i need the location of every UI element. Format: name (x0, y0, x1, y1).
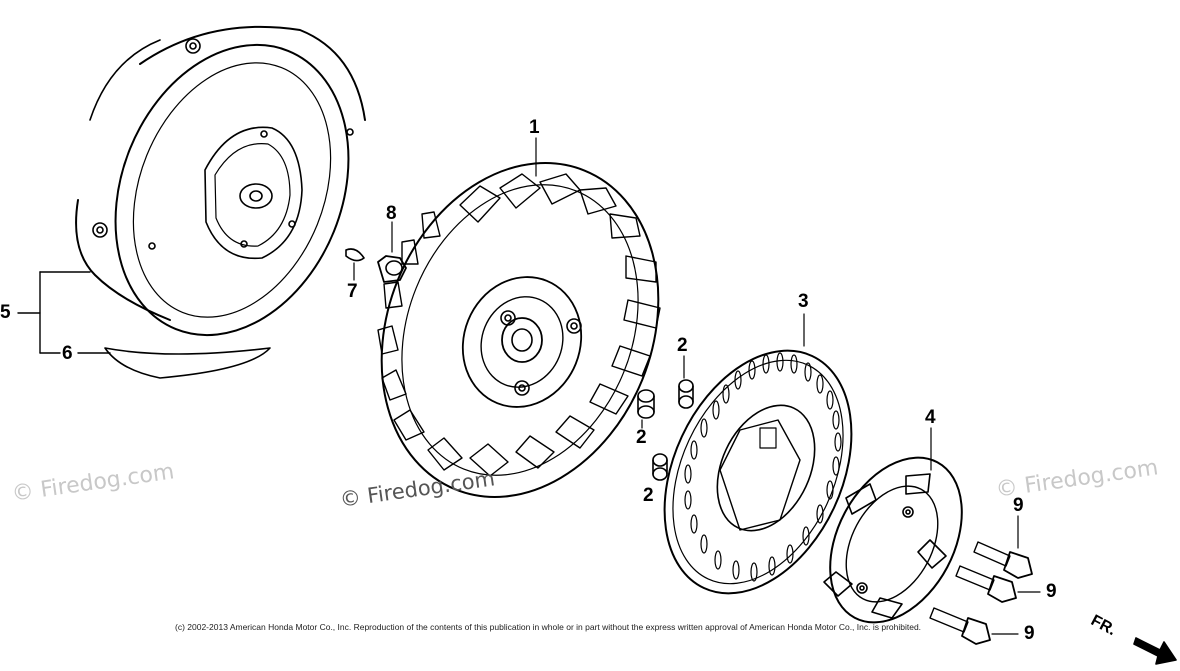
starter-pulley (663, 313, 853, 595)
callout-2-b: 2 (636, 427, 647, 448)
collar-1 (678, 355, 694, 409)
collar-2 (637, 389, 655, 429)
bolt-2 (955, 565, 1041, 603)
callout-9-c: 9 (1024, 623, 1035, 644)
callout-2-a: 2 (677, 335, 688, 356)
flywheel-nut (377, 221, 407, 283)
copyright-notice: (c) 2002-2013 American Honda Motor Co., … (175, 622, 922, 632)
cooling-fan (377, 137, 661, 498)
callout-9-b: 9 (1046, 581, 1057, 602)
bolts (929, 515, 1041, 645)
callout-bracket-5-6 (17, 271, 111, 354)
front-direction-arrow (1133, 637, 1177, 665)
bolt-3 (929, 607, 1019, 645)
callout-8: 8 (386, 203, 397, 224)
strip-part-6 (104, 347, 271, 379)
woodruff-key (345, 248, 365, 281)
callout-5: 5 (0, 302, 11, 323)
callout-4: 4 (925, 407, 936, 428)
callout-2-c: 2 (643, 485, 654, 506)
collar-3 (652, 453, 668, 481)
callout-3: 3 (798, 291, 809, 312)
callout-6: 6 (62, 343, 73, 364)
collars (637, 355, 694, 481)
front-direction-indicator: FR. (1088, 612, 1176, 660)
callout-9-a: 9 (1013, 495, 1024, 516)
starter-cup (823, 427, 963, 624)
flywheel-housing (75, 25, 366, 337)
bolt-1 (973, 515, 1033, 579)
callout-1: 1 (529, 117, 540, 138)
callout-7: 7 (347, 281, 358, 302)
